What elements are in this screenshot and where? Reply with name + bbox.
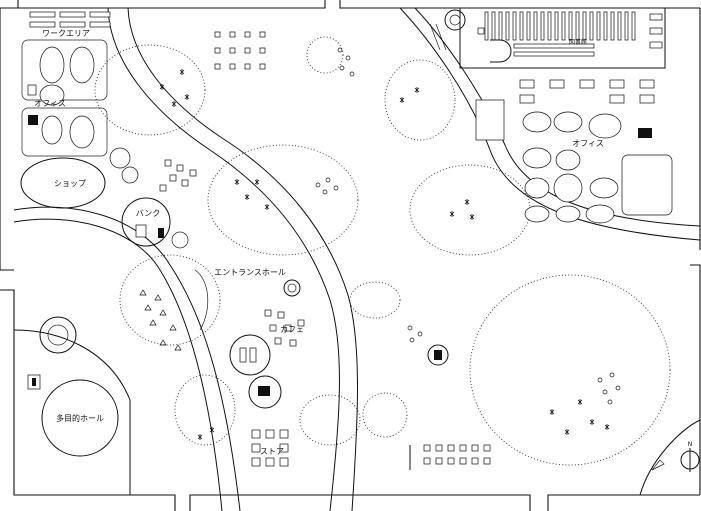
shop-area [20, 147, 139, 209]
library-area [444, 7, 666, 69]
store-area [251, 429, 289, 467]
label-work-area: ワークエリア [42, 29, 90, 38]
stairwell-right [427, 344, 449, 366]
multipurpose-hall [13, 316, 131, 495]
label-multipurpose-hall: 多目的ホール [56, 413, 104, 423]
label-office-right: オフィス [572, 139, 604, 148]
north-arrow-icon [680, 448, 700, 472]
work-area [21, 11, 111, 106]
entrance-hall [194, 269, 301, 331]
triangle-seating [139, 289, 182, 351]
trees [159, 69, 610, 440]
label-cafe: カフェ [280, 325, 304, 334]
label-bank: バンク [136, 209, 160, 218]
label-entrance-hall: エントランスホール [214, 268, 286, 277]
table-row-bottom [409, 444, 491, 470]
north-label: N [688, 441, 693, 448]
table-cluster-top [214, 31, 266, 70]
cafe-area [229, 309, 305, 409]
table-cluster-mid [159, 159, 197, 192]
corner-arc [639, 419, 701, 496]
label-library: 図書館 [569, 38, 587, 46]
office-right [475, 79, 673, 224]
label-shop: ショップ [54, 179, 86, 188]
office-left [21, 107, 108, 157]
label-office-left: オフィス [34, 99, 66, 108]
stool-clusters [315, 47, 621, 405]
zones [94, 36, 671, 466]
corridors [13, 7, 701, 511]
bank-area [121, 197, 189, 249]
label-store: ストア [260, 447, 284, 456]
